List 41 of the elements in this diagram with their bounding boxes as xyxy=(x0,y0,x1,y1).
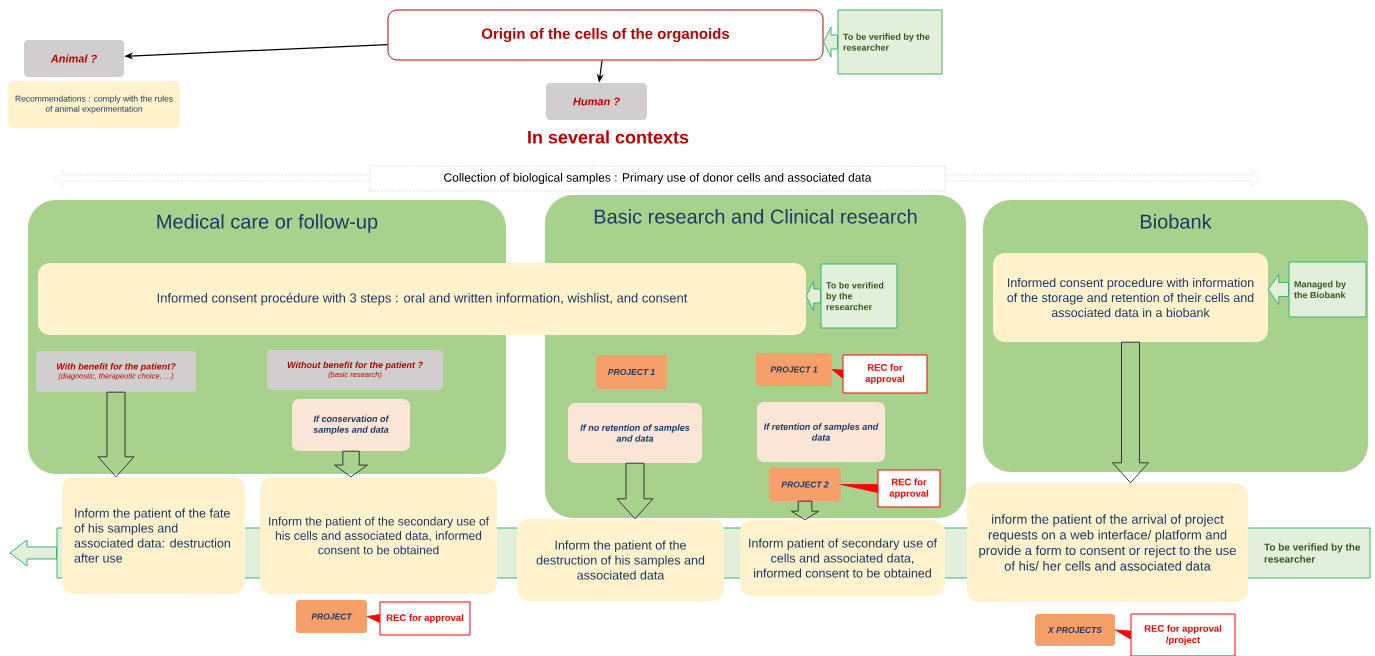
info-box: Inform the patient of the secondary use of his cells and associated data, informed consent to be obtained xyxy=(260,477,497,594)
question-box: Human ? xyxy=(546,83,647,120)
callout-tail xyxy=(366,614,380,623)
project-tag: PROJECT 1 xyxy=(756,353,832,386)
project-tag: X PROJECTS xyxy=(1035,614,1115,646)
project-tag: PROJECT xyxy=(296,600,367,633)
callout-tail xyxy=(1114,629,1131,640)
block-arrow xyxy=(9,539,57,567)
block-arrow xyxy=(1267,274,1289,305)
block-arrow xyxy=(616,462,654,520)
rec-callout: REC for approval xyxy=(842,354,928,394)
block-arrow xyxy=(790,500,820,521)
rec-callout: REC for approval /project xyxy=(1130,613,1236,656)
question-box: Animal ? xyxy=(24,40,124,77)
info-box: Informed consent procedure with information of the storage and retention of their cells and associated data in a biobank xyxy=(993,253,1268,342)
title-box: Origin of the cells of the organoids xyxy=(387,9,824,61)
block-arrow xyxy=(1112,341,1149,484)
block-arrow xyxy=(805,280,821,312)
info-box: Informed consent procédure with 3 steps : oral and written information, wishlist, and consent xyxy=(38,263,806,335)
rec-callout: REC for approval xyxy=(877,469,941,508)
block-arrow xyxy=(97,391,135,478)
condition-box: If retention of samples and data xyxy=(757,402,885,462)
rec-callout: REC for approval xyxy=(379,601,471,636)
info-box: Inform patient of secondary use of cells and associated data, informed consent to be obtained xyxy=(740,520,945,596)
condition-box: If conservation of samples and data xyxy=(292,399,410,451)
callout-box: To be verified by the researcher xyxy=(837,9,943,75)
callout-box: Managed by the Biobank xyxy=(1288,261,1367,318)
info-box: Inform the patient of the destruction of his samples and associated data xyxy=(517,519,724,601)
project-tag: PROJECT 1 xyxy=(596,355,667,389)
callout-tail xyxy=(831,369,843,379)
callout-tail xyxy=(840,484,878,493)
note-box: Recommendations : comply with the rules of animal experimentation xyxy=(8,81,180,128)
banner-box: Collection of biological samples : Primary use of donor cells and associated data xyxy=(369,165,946,192)
heading: In several contexts xyxy=(528,130,689,144)
project-tag: PROJECT 2 xyxy=(769,468,841,501)
block-arrow xyxy=(823,26,838,58)
callout-box: To be verified by the researcher xyxy=(820,263,898,329)
info-box: inform the patient of the arrival of project requests on a web interface/ platform and provide a form to consent or reject to the use of his/ her cells and associated data xyxy=(967,483,1248,602)
info-box: Inform the patient of the fate of his samples and associated data: destruction after use xyxy=(62,477,245,594)
condition-box: If no retention of samples and data xyxy=(568,403,702,463)
block-arrow xyxy=(334,450,368,478)
